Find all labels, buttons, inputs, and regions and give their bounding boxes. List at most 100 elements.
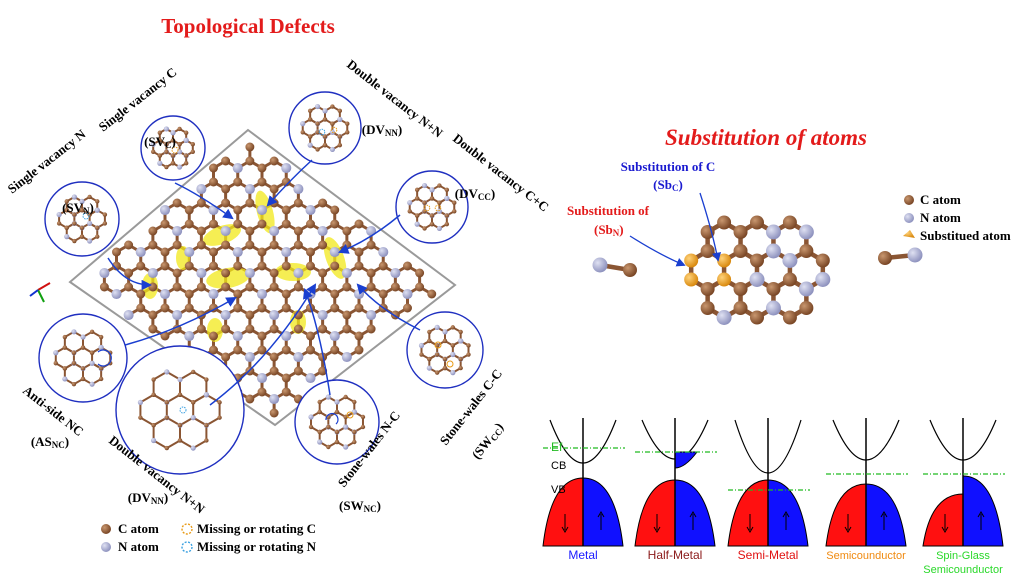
substituted-atom xyxy=(684,253,699,268)
n-atom xyxy=(798,224,814,240)
c-atom xyxy=(136,303,146,313)
c-atom xyxy=(306,219,315,229)
defect-highlight xyxy=(323,237,347,279)
n-atom xyxy=(150,141,156,147)
right-title: Substitution of atoms xyxy=(665,125,867,150)
c-atom xyxy=(112,247,121,257)
defect-lattice xyxy=(68,128,457,427)
legend-r-c-icon xyxy=(904,195,914,205)
n-atom xyxy=(147,267,158,279)
band-label-half-metal: Half-Metal xyxy=(648,548,703,562)
n-atom xyxy=(232,246,243,258)
c-atom xyxy=(172,268,182,278)
c-atom xyxy=(366,282,376,292)
c-atom xyxy=(293,240,303,250)
c-atom xyxy=(342,310,352,320)
n-atom xyxy=(99,267,110,279)
n-atom xyxy=(269,309,280,321)
legend-missing-c: Missing or rotating C xyxy=(197,521,316,536)
band-label-semiconductor: Semicounductor xyxy=(826,550,906,562)
n-atom xyxy=(436,225,443,232)
c-atom xyxy=(354,345,364,355)
c-atom xyxy=(700,244,715,258)
c-atom xyxy=(427,289,437,299)
c-atom xyxy=(221,268,231,278)
c-atom xyxy=(157,138,163,143)
c-atom xyxy=(98,366,104,371)
c-atom xyxy=(427,338,432,344)
band-cb-label: CB xyxy=(551,460,566,472)
c-atom xyxy=(318,268,328,278)
c-atom xyxy=(257,387,267,397)
vb-spin-up xyxy=(962,475,1004,547)
c-atom xyxy=(269,198,279,208)
n-atom xyxy=(815,272,831,287)
c-atom xyxy=(172,282,182,292)
c-atom xyxy=(342,226,352,236)
c-atom xyxy=(108,361,113,366)
defect-detail-circle xyxy=(395,170,469,244)
c-atom xyxy=(300,130,305,135)
c-atom xyxy=(444,213,450,218)
c-atom xyxy=(322,117,328,122)
defect-highlight xyxy=(202,224,242,246)
c-atom xyxy=(352,429,357,435)
arrow-sw-cc xyxy=(356,283,421,331)
c-atom xyxy=(306,345,315,355)
arrow-dv-cc xyxy=(338,214,401,254)
c-atom xyxy=(79,225,85,231)
missing-c-icon xyxy=(423,204,431,212)
left-title: Topological Defects xyxy=(161,14,335,38)
legend-r-c: C atom xyxy=(920,192,961,207)
c-atom xyxy=(330,104,335,109)
c-atom xyxy=(342,324,352,334)
n-atom xyxy=(450,351,456,358)
c-atom xyxy=(245,240,255,250)
band-label-spin-glass-2: Semicounductor xyxy=(923,564,1003,576)
c-atom xyxy=(80,376,86,382)
c-atom xyxy=(442,356,448,362)
c-atom xyxy=(318,198,328,208)
c-atom xyxy=(281,387,291,397)
n-atom xyxy=(172,225,183,237)
vb-spin-down xyxy=(825,483,867,547)
defect-detail-circle xyxy=(44,181,120,257)
c-atom xyxy=(245,198,255,208)
c-atom xyxy=(89,329,95,335)
arrow-sv-n xyxy=(107,257,153,291)
c-atom xyxy=(257,247,267,257)
c-atom xyxy=(95,225,100,231)
c-atom xyxy=(419,352,424,357)
c-atom xyxy=(281,261,291,271)
n-atom xyxy=(407,200,413,206)
c-atom xyxy=(245,282,255,292)
c-atom xyxy=(102,221,108,226)
c-atom xyxy=(354,261,364,271)
n-atom xyxy=(341,267,352,279)
n-atom xyxy=(170,130,176,136)
c-atom xyxy=(337,142,343,148)
c-atom xyxy=(437,200,442,205)
legend-n-atom-icon xyxy=(101,542,111,552)
label-sw-nc-abbr: (SWNC) xyxy=(339,498,381,514)
n-atom xyxy=(421,182,428,189)
band-vb-label: VB xyxy=(551,484,566,496)
c-atom xyxy=(354,247,364,257)
c-atom xyxy=(62,334,68,340)
vb-spin-up xyxy=(582,477,624,547)
n-atom xyxy=(450,370,456,376)
c-atom xyxy=(317,409,322,415)
c-atom xyxy=(157,130,163,135)
c-atom xyxy=(164,445,170,451)
n-atom xyxy=(190,415,196,421)
c-atom xyxy=(245,226,255,236)
n-atom xyxy=(151,437,157,444)
c-atom xyxy=(281,345,291,355)
c-atom xyxy=(209,177,218,187)
c-atom xyxy=(366,268,376,278)
c-atom xyxy=(124,240,134,250)
band-label-semi-metal: Semi-Metal xyxy=(738,548,799,562)
c-atom xyxy=(99,282,109,292)
c-atom xyxy=(403,261,412,271)
